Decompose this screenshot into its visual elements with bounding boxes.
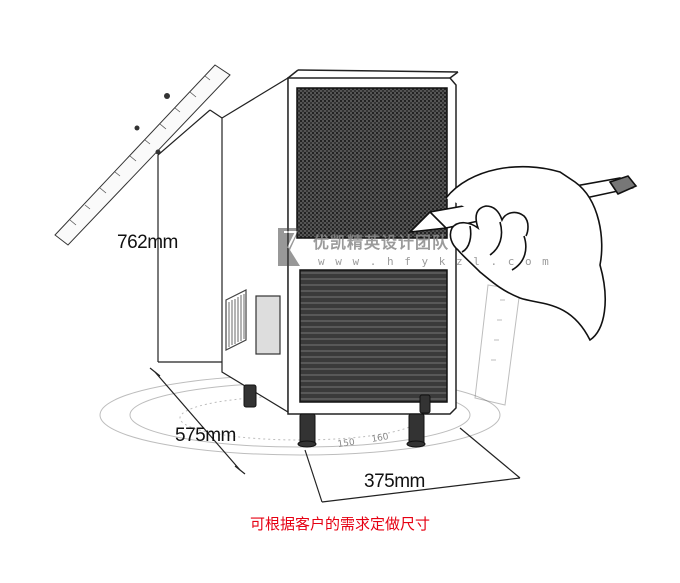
width-dimension-lines [304, 427, 521, 503]
height-label: 762mm [117, 232, 178, 253]
watermark-url: w w w . h f y k z l . c o m [318, 255, 551, 268]
depth-dimension-lines [149, 367, 246, 475]
diagonal-ruler [54, 64, 231, 246]
machine-side-panel [221, 76, 289, 414]
height-dimension-lines [157, 109, 223, 363]
watermark-logo [278, 228, 300, 266]
width-label: 375mm [364, 471, 425, 492]
depth-label: 575mm [175, 425, 236, 446]
lower-grille [299, 269, 448, 403]
upper-grille [296, 87, 448, 239]
hand-with-pencil [407, 165, 638, 342]
machine-legs [243, 384, 431, 448]
protractor-number: 160 [371, 432, 390, 445]
standing-ruler [474, 284, 521, 406]
caption: 可根据客户的需求定做尺寸 [249, 515, 430, 533]
protractor-number: 150 [337, 438, 356, 450]
watermark-name: 优凯精英设计团队 [313, 233, 450, 252]
